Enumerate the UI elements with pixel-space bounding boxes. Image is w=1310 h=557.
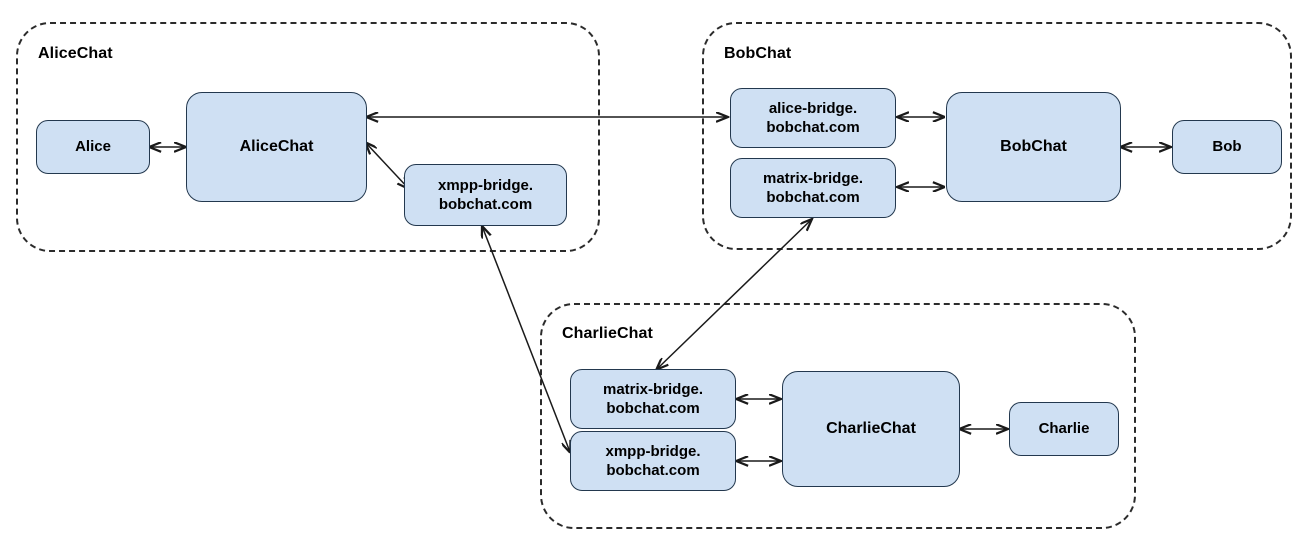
node-alice-bridge-at-bobchat-label: alice-bridge. bobchat.com	[766, 99, 860, 136]
node-alicechat-server[interactable]: AliceChat	[186, 92, 367, 202]
node-charliechat-server[interactable]: CharlieChat	[782, 371, 960, 487]
node-matrix-bridge-at-bobchat-label: matrix-bridge. bobchat.com	[762, 169, 864, 206]
group-alicechat	[16, 22, 600, 252]
group-label-alicechat: AliceChat	[38, 45, 113, 62]
group-label-charliechat: CharlieChat	[562, 325, 653, 342]
node-charlie-matrix-bridge[interactable]: matrix-bridge. bobchat.com	[570, 369, 736, 429]
node-bobchat-server-label: BobChat	[1000, 137, 1067, 155]
node-bob[interactable]: Bob	[1172, 120, 1282, 174]
node-bob-label: Bob	[1212, 138, 1242, 156]
node-charlie[interactable]: Charlie	[1009, 402, 1119, 456]
node-alice-xmpp-bridge-label: xmpp-bridge. bobchat.com	[437, 176, 533, 213]
node-charlie-matrix-bridge-label: matrix-bridge. bobchat.com	[602, 380, 704, 417]
node-alice-label: Alice	[75, 138, 111, 156]
node-bobchat-server[interactable]: BobChat	[946, 92, 1121, 202]
node-charlie-xmpp-bridge-label: xmpp-bridge. bobchat.com	[605, 442, 701, 479]
node-alice[interactable]: Alice	[36, 120, 150, 174]
node-charlie-xmpp-bridge[interactable]: xmpp-bridge. bobchat.com	[570, 431, 736, 491]
group-label-bobchat: BobChat	[724, 45, 792, 62]
node-matrix-bridge-at-bobchat[interactable]: matrix-bridge. bobchat.com	[730, 158, 896, 218]
node-alice-bridge-at-bobchat[interactable]: alice-bridge. bobchat.com	[730, 88, 896, 148]
node-alicechat-server-label: AliceChat	[239, 137, 314, 155]
group-bobchat	[702, 22, 1292, 250]
node-alice-xmpp-bridge[interactable]: xmpp-bridge. bobchat.com	[404, 164, 567, 226]
node-charlie-label: Charlie	[1038, 420, 1090, 438]
node-charliechat-server-label: CharlieChat	[826, 419, 916, 437]
